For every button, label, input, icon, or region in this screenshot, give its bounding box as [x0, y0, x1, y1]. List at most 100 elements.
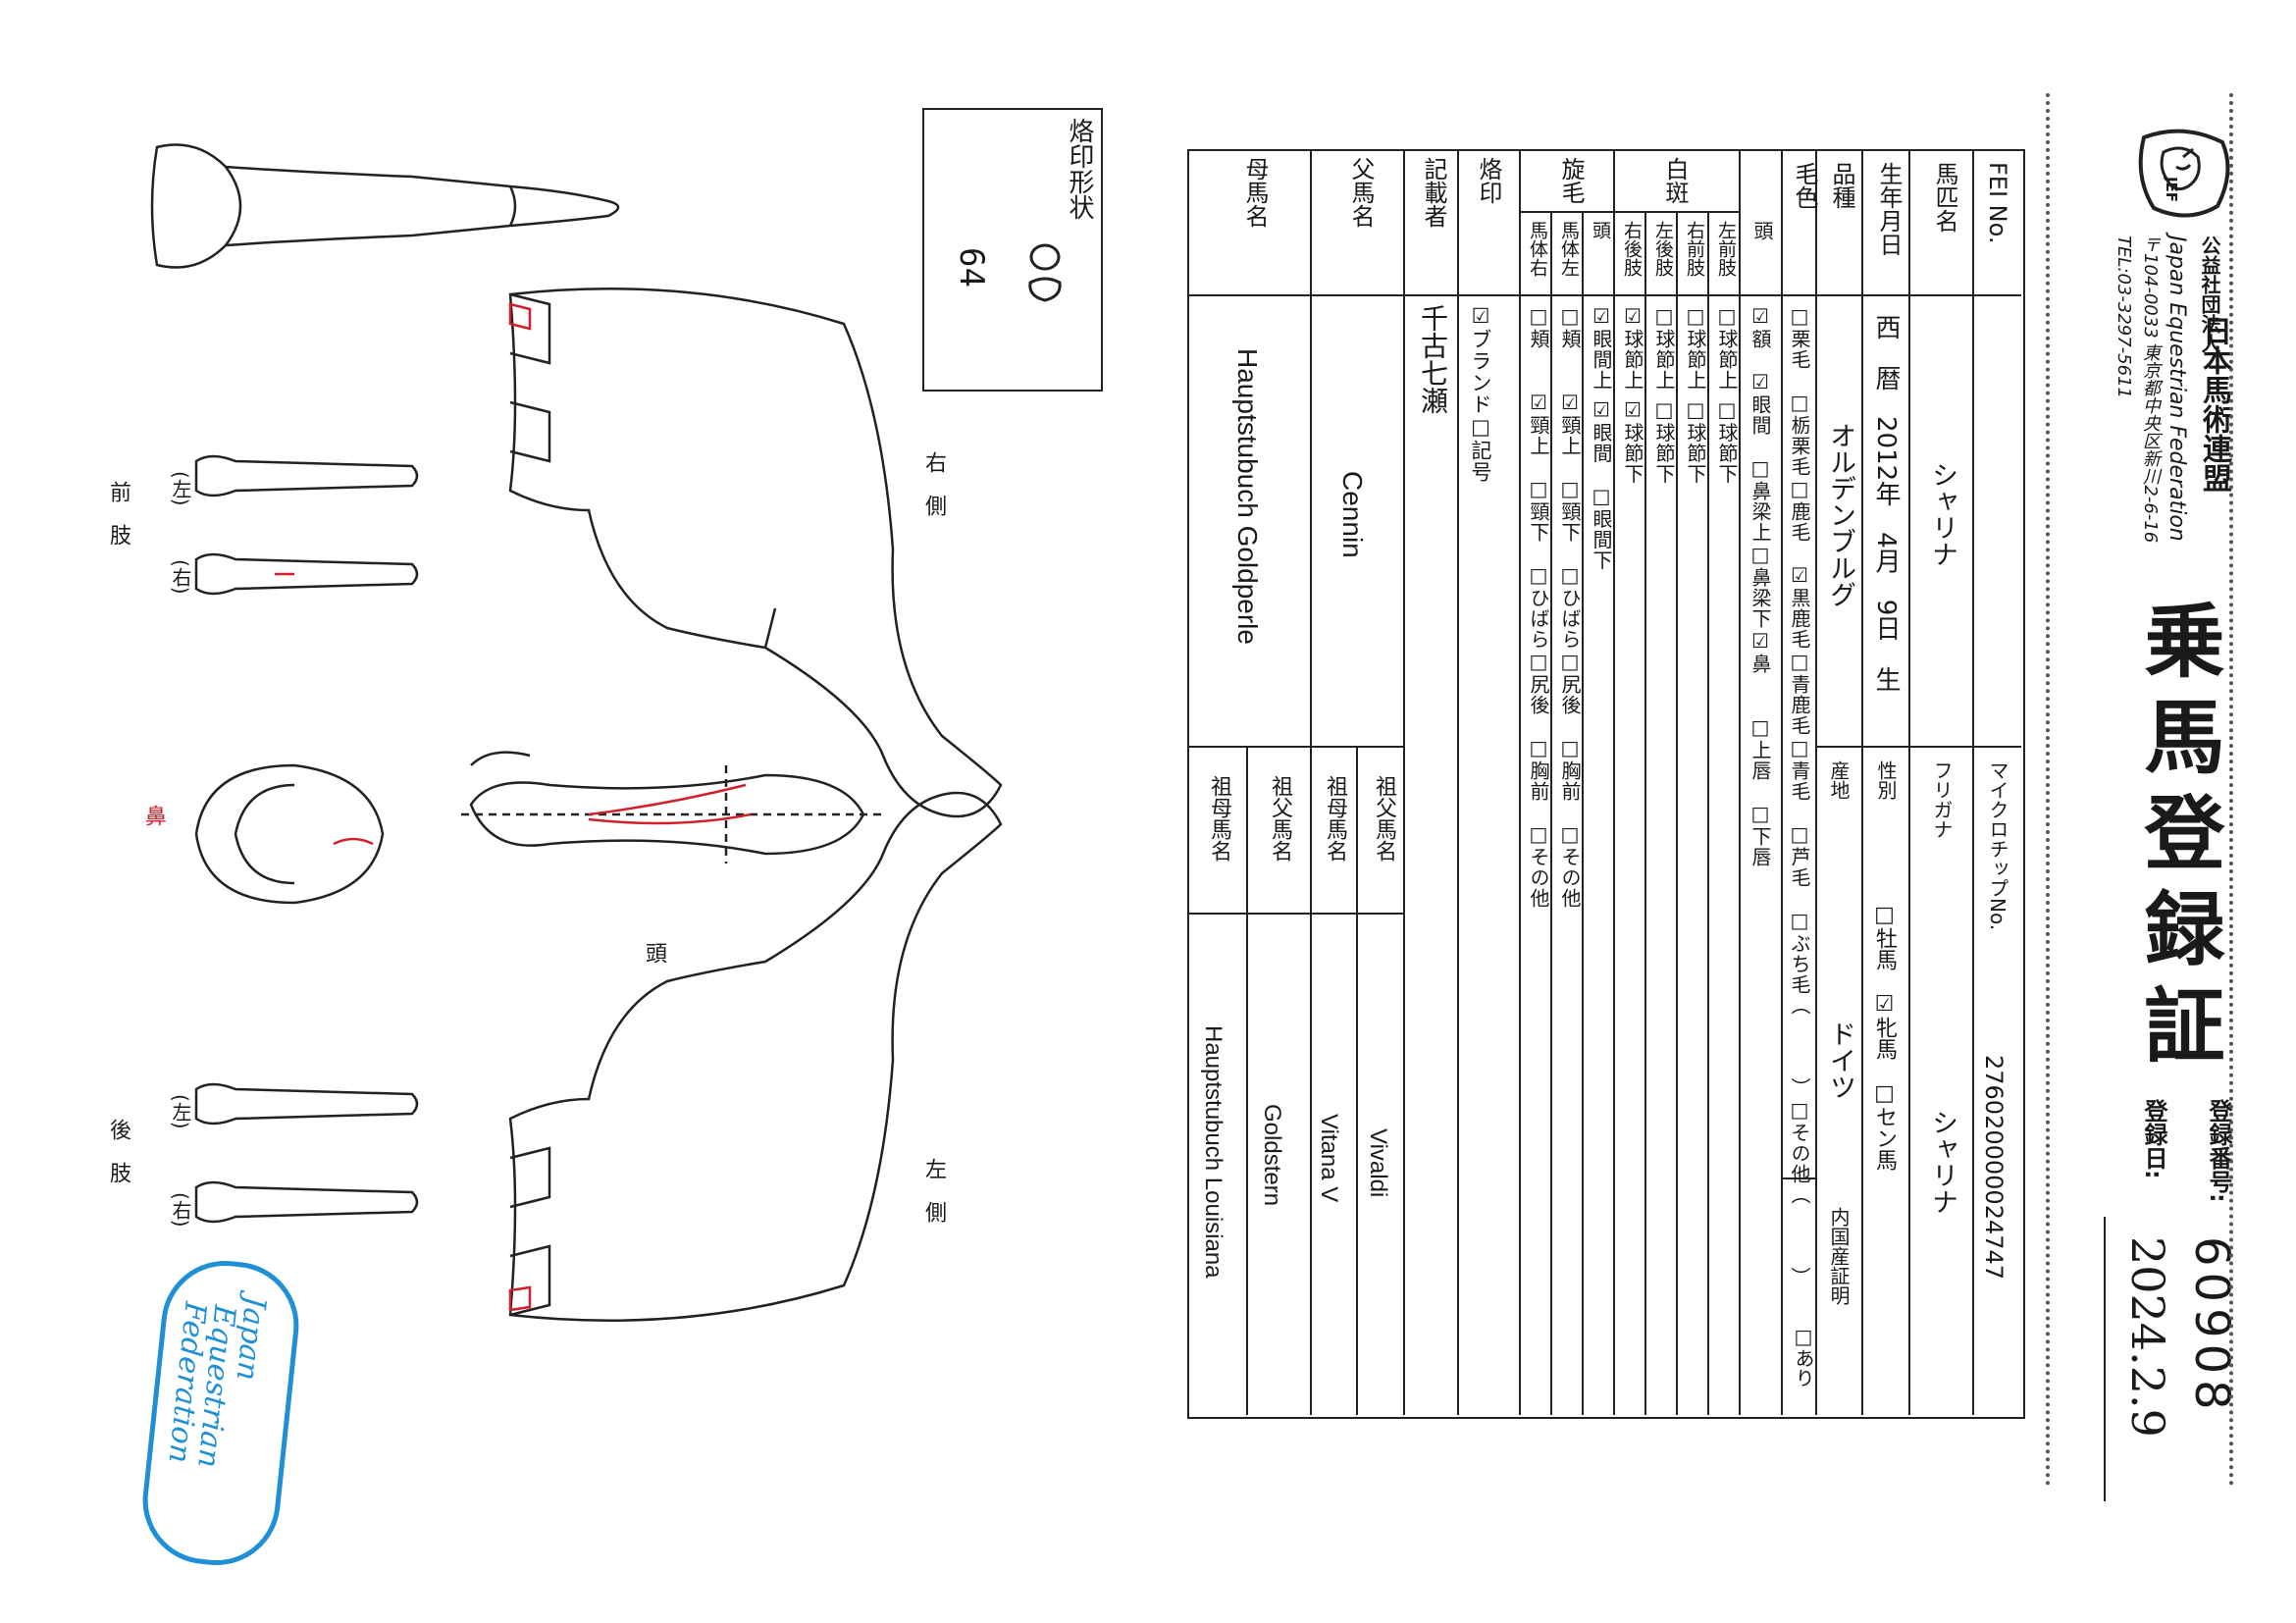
- gd-value: Vitana V: [1316, 1114, 1342, 1203]
- microchip-label: マイクロチップNo.: [1986, 760, 2009, 931]
- right-side-label: 右 側: [921, 451, 946, 516]
- nose-label: 鼻: [141, 805, 166, 826]
- registration-form: [1187, 149, 2025, 1419]
- dam-value: Hauptstubuch Goldperle: [1232, 348, 1263, 645]
- color-label: 毛色: [1791, 162, 1818, 209]
- lf-label: 左前肢: [1715, 221, 1737, 277]
- writer-value: 千古七瀬: [1417, 304, 1449, 414]
- dgs-label: 祖父馬名: [1268, 775, 1292, 862]
- label-divider: [1187, 294, 2021, 296]
- col-sire: [1310, 149, 1312, 1415]
- horse-logo-icon: [2138, 129, 2230, 218]
- dgs-value: Goldstern: [1259, 1104, 1285, 1207]
- col-rh: [1613, 149, 1615, 1415]
- whorl-head-options: ☑眼間上 ☑眼間 □眼間下: [1590, 304, 1613, 571]
- col-lh: [1644, 211, 1646, 1415]
- origin-divider: [1781, 1178, 1815, 1179]
- lh-options: □球節上 □球節下: [1652, 304, 1676, 485]
- sex-label: 性別: [1874, 760, 1898, 800]
- fore-right-label: (右): [169, 559, 192, 595]
- col-color: [1781, 149, 1783, 1415]
- reg-number-label: 登録番号:: [2205, 1099, 2232, 1203]
- hind-right-label: (右): [169, 1192, 192, 1228]
- domestic-option: □あり: [1792, 1325, 1815, 1387]
- whorl-label: 旋毛: [1557, 157, 1585, 204]
- origin-value: ドイツ: [1825, 1021, 1855, 1100]
- perforation-left: [2046, 93, 2050, 1487]
- rf-label: 右前肢: [1684, 221, 1705, 277]
- brand-mark: 64: [952, 247, 991, 288]
- fei-label: FEI No.: [1984, 162, 2011, 244]
- address: 〒104-0033 東京都中央区新川2-6-16: [2140, 236, 2161, 544]
- microchip-value: 276020000024747: [1980, 1055, 2008, 1281]
- col-writer: [1403, 149, 1405, 1415]
- col-fei: [1972, 149, 1974, 1415]
- head-label: 頭: [642, 942, 666, 964]
- whorl-right-label: 馬体右: [1527, 221, 1548, 277]
- rf-options: □球節上 □球節下: [1684, 304, 1707, 485]
- sire-value: Cennin: [1337, 471, 1368, 558]
- org-name-en: Japan Equestrian Federation: [2165, 236, 2189, 542]
- white-head-label: 頭: [1750, 221, 1774, 240]
- col-gd: [1246, 746, 1248, 1415]
- dgd-label: 祖母馬名: [1207, 775, 1231, 862]
- dam-sep: [1187, 746, 1310, 748]
- col-name: [1908, 149, 1910, 1415]
- col-brand: [1457, 149, 1459, 1415]
- hind-left-label: (左): [169, 1094, 192, 1129]
- gs-gd-divider: [1356, 746, 1358, 1415]
- whorl-head-label: 頭: [1590, 221, 1611, 239]
- furigana-label: フリガナ: [1930, 760, 1954, 839]
- horse-name-label: 馬匹名: [1931, 162, 1958, 233]
- reg-date-label: 登録日:: [2140, 1099, 2167, 1179]
- birth-label: 生年月日: [1875, 162, 1903, 256]
- col-birth: [1861, 149, 1863, 1415]
- col-breed: [1815, 149, 1817, 1415]
- birth-value: 西 暦 2012年 4月 9日 生: [1871, 314, 1901, 693]
- brand-shape-label: 烙印形状: [1065, 118, 1094, 220]
- dgd-value: Hauptstubuch Louisiana: [1200, 1025, 1226, 1279]
- hindlimbs-label: 後 肢: [106, 1119, 130, 1183]
- whorl-left-options: □頬 ☑頸上 □頸下 □ひばら□尻後 □胸前 □その他: [1558, 304, 1582, 909]
- brand-shape-box: [922, 108, 1103, 392]
- rh-label: 右後肢: [1621, 221, 1643, 277]
- lh-label: 左後肢: [1652, 221, 1674, 277]
- sub-label-divider: [1519, 211, 1739, 213]
- dam-label: 母馬名: [1241, 157, 1269, 228]
- gs-value: Vivaldi: [1365, 1128, 1391, 1198]
- breed-label: 品種: [1828, 162, 1855, 209]
- brand-options: ☑ブランド□記号: [1469, 304, 1492, 483]
- left-side-label: 左 側: [921, 1158, 946, 1223]
- reg-date: 2024.2.9: [2121, 1236, 2174, 1438]
- col-whorl-head: [1582, 211, 1584, 1415]
- brand-label: 烙印: [1475, 157, 1502, 204]
- gd-label: 祖母馬名: [1323, 775, 1347, 862]
- sire-label: 父馬名: [1347, 157, 1375, 228]
- brand-symbol-icon: [1028, 243, 1062, 302]
- jef-logo: JEF: [2129, 118, 2237, 226]
- color-options: □栗毛 □栃栗毛□鹿毛 ☑黒鹿毛□青鹿毛□青毛 □芦毛 □ぶち毛（ ）□その他（…: [1788, 304, 1811, 1287]
- org-prefix: 公益社団法人: [2198, 236, 2221, 353]
- white-label: 白斑: [1661, 157, 1689, 204]
- org-name-jp: 日本馬術連盟: [2197, 316, 2231, 493]
- col-whorl-right: [1519, 149, 1521, 1415]
- horse-name: シャリナ: [1927, 461, 1957, 567]
- forelimbs-label: 前 肢: [106, 481, 130, 546]
- tel: TEL:03-3297-5611: [2113, 236, 2134, 398]
- page-title: 乗馬登録証: [2130, 599, 2224, 1079]
- lf-options: □球節上 □球節下: [1715, 304, 1739, 485]
- whorl-left-label: 馬体左: [1558, 221, 1580, 277]
- perforation-right: [2229, 93, 2233, 1487]
- breed-value: オルデンブルグ: [1825, 422, 1855, 607]
- domestic-label: 内国産証明: [1827, 1207, 1851, 1305]
- col-white-head: [1739, 149, 1741, 1415]
- fore-left-label: (左): [169, 471, 192, 506]
- col-lf: [1707, 211, 1709, 1415]
- whorl-right-options: □頬 ☑頸上 □頸下 □ひばら□尻後 □胸前 □その他: [1527, 304, 1550, 909]
- col-rf: [1676, 211, 1678, 1415]
- gs-label-divider: [1246, 913, 1403, 915]
- furigana: シャリナ: [1927, 1109, 1957, 1215]
- reg-date-underline: [2104, 1217, 2106, 1501]
- white-head-options: ☑額 ☑眼間 □鼻梁上□鼻梁下☑鼻 □上唇 □下唇: [1748, 304, 1772, 867]
